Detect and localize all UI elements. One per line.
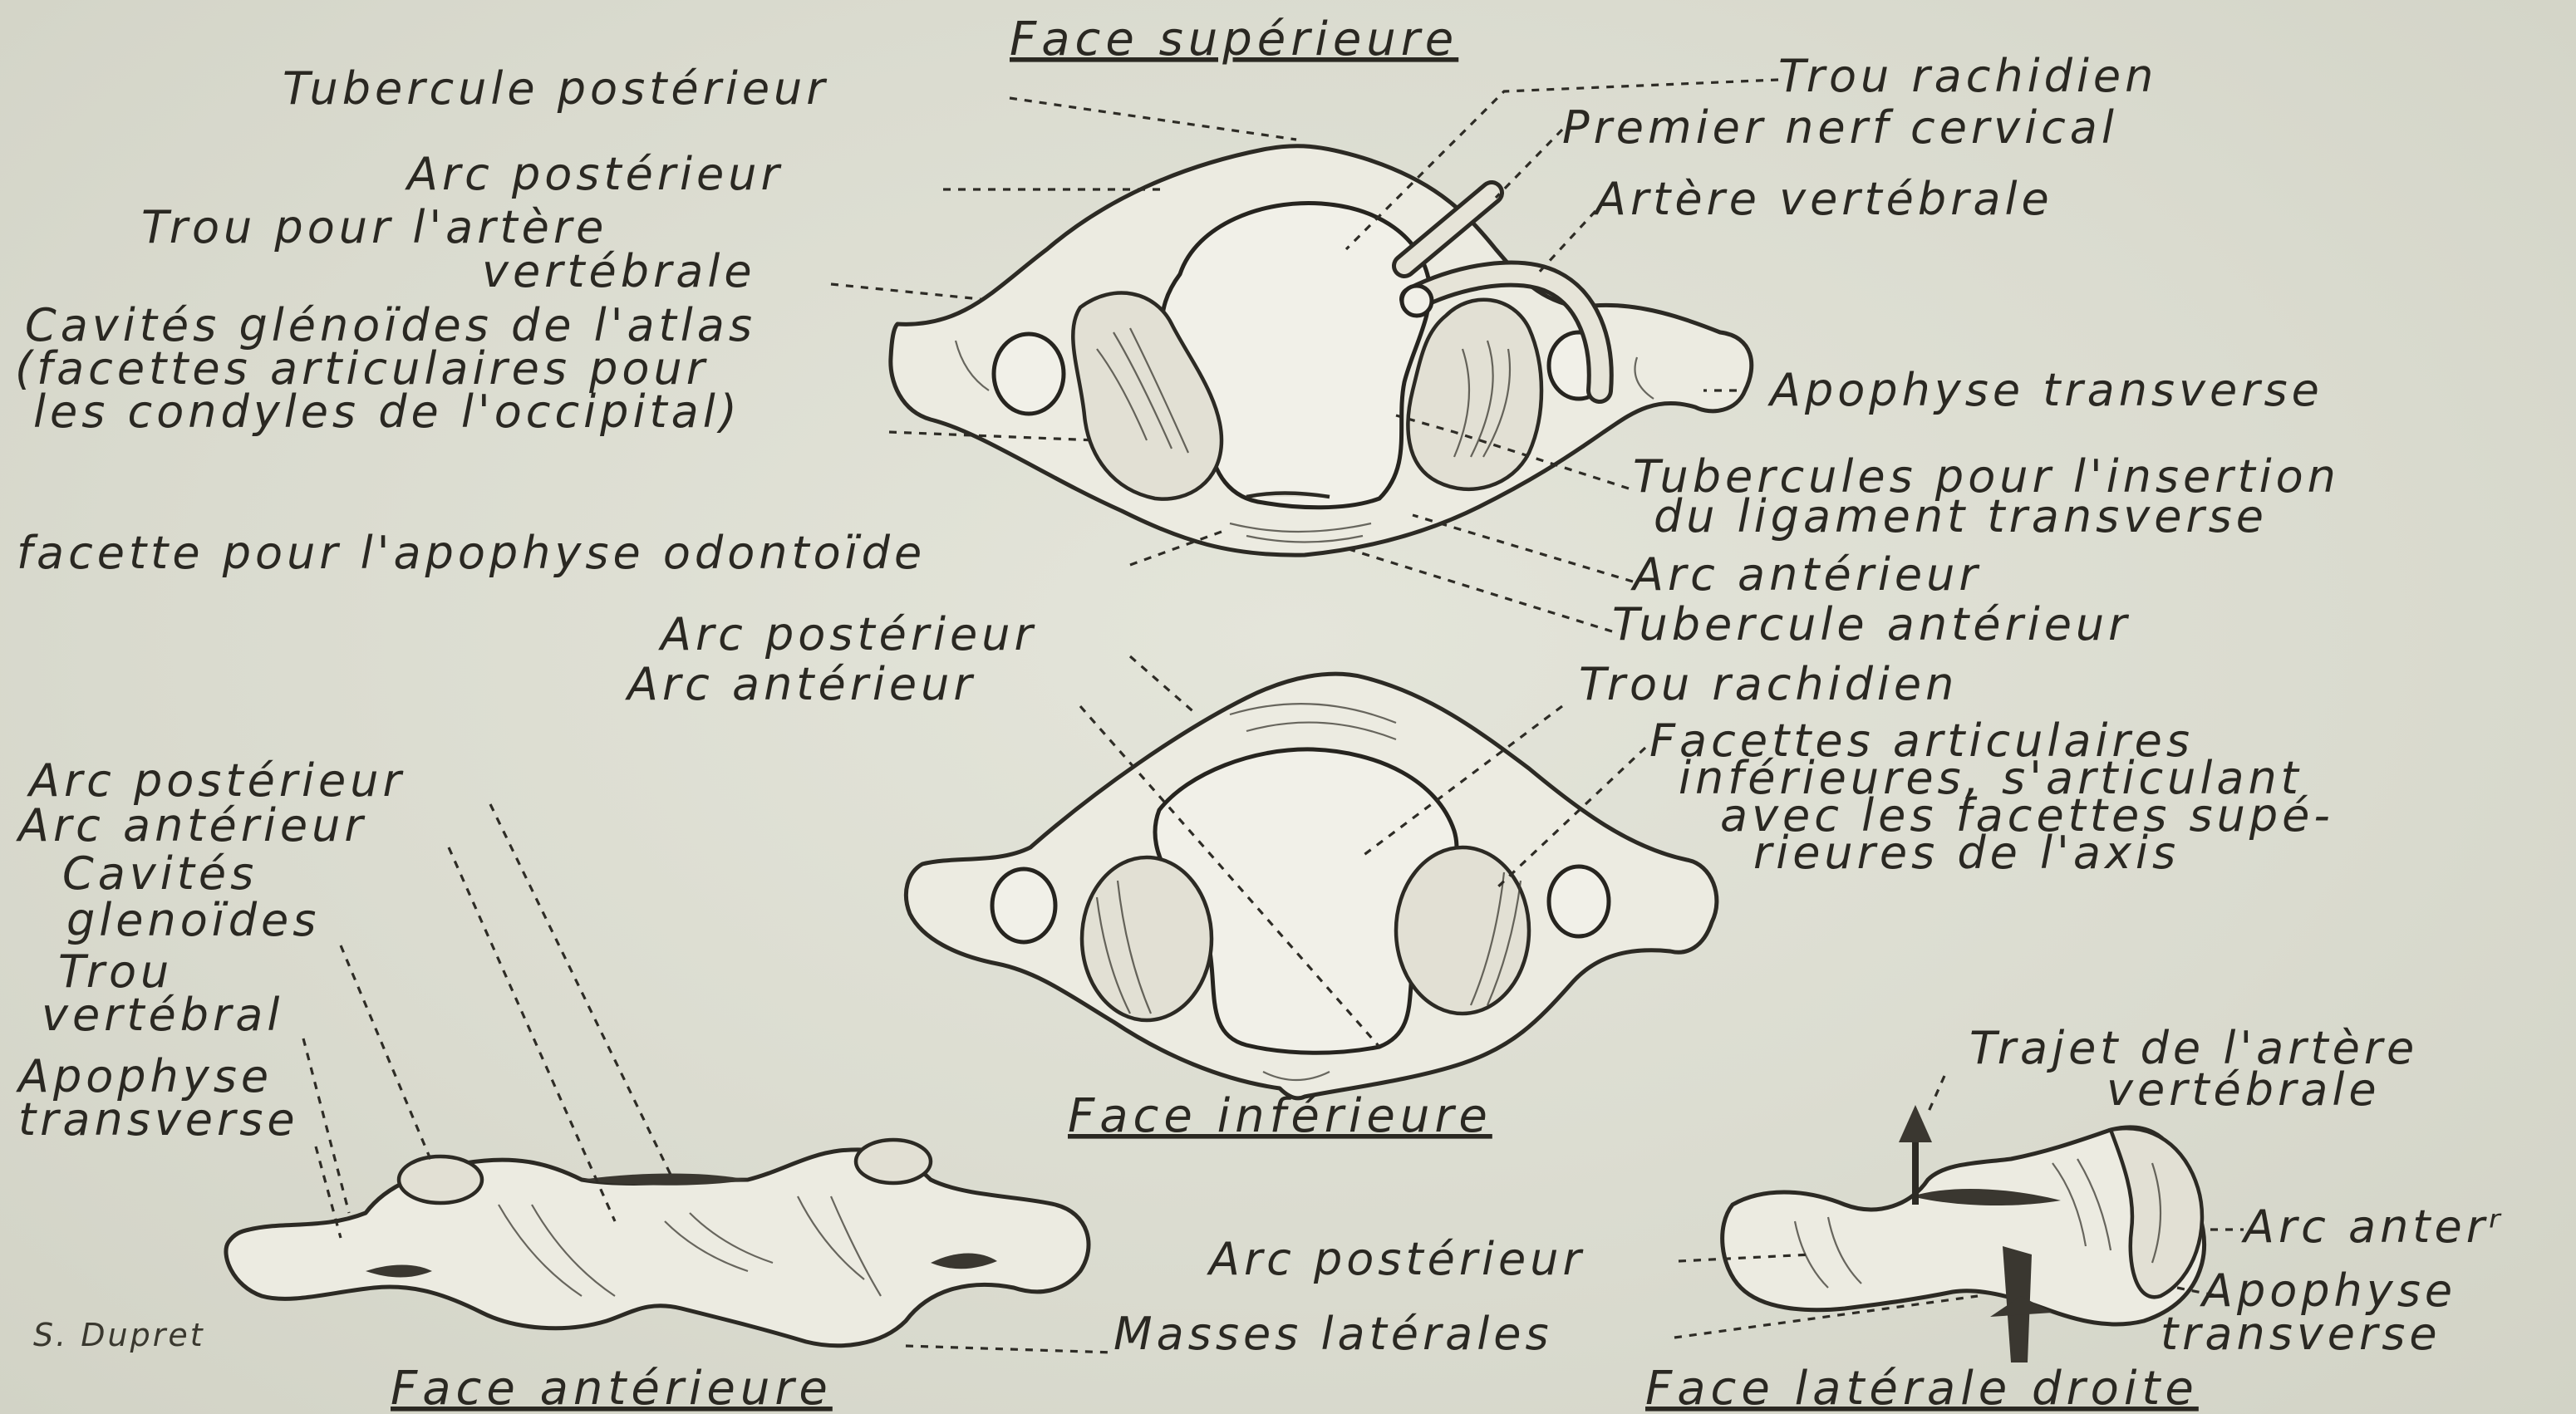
atlas-inferior-view — [906, 674, 1716, 1098]
label-inf-arc-posterieur: Arc postérieur — [658, 608, 1037, 660]
anterior-glenoid-right — [856, 1140, 931, 1183]
superior-transverse-foramen-left — [994, 334, 1064, 414]
label-arc-anter: Arc anterʳ — [2241, 1200, 2505, 1253]
label-artere-vertebrale: Artère vertébrale — [1593, 173, 2053, 225]
label-lat-apophyse-2: transverse — [2161, 1308, 2441, 1360]
inferior-transverse-foramen-right — [1549, 867, 1609, 936]
label-trou-rachidien: Trou rachidien — [1778, 50, 2157, 102]
label-trajet-artere-2: vertébrale — [2107, 1063, 2381, 1116]
superior-artery-section — [1402, 286, 1432, 316]
title-lateral: Face latérale droite — [1645, 1362, 2199, 1414]
title-anterior: Face antérieure — [391, 1362, 833, 1414]
label-ant-trou-2: vertébral — [42, 989, 283, 1041]
anterior-glenoid-left — [399, 1156, 482, 1203]
label-inf-trou-rachidien: Trou rachidien — [1579, 658, 1958, 710]
label-ant-apophyse-2: transverse — [18, 1093, 299, 1146]
label-facette-odontoide: facette pour l'apophyse odontoïde — [17, 527, 926, 579]
label-inf-facettes-4: rieures de l'axis — [1753, 827, 2180, 879]
label-tubercules-insertion-2: du ligament transverse — [1654, 490, 2268, 543]
label-tubercule-anterieur: Tubercule antérieur — [1612, 598, 2131, 651]
inferior-articular-facet-right — [1396, 847, 1529, 1014]
superior-odontoid-facet — [1246, 493, 1330, 498]
label-inf-arc-anterieur: Arc antérieur — [625, 658, 976, 710]
label-masses-laterales: Masses latérales — [1113, 1308, 1553, 1360]
lateral-artery-arrow — [1899, 1105, 1932, 1142]
label-ant-arc-anterieur: Arc antérieur — [16, 799, 367, 852]
atlas-anterior-view — [226, 1140, 1089, 1346]
label-trou-arteriel-2: vertébrale — [482, 245, 756, 297]
label-lat-arc-posterieur: Arc postérieur — [1207, 1233, 1585, 1285]
label-ant-cavites-2: glenoïdes — [66, 894, 320, 946]
label-arc-anterieur: Arc antérieur — [1630, 548, 1982, 601]
title-inferior: Face inférieure — [1068, 1089, 1492, 1143]
label-apophyse-transverse: Apophyse transverse — [1767, 364, 2323, 416]
label-premier-nerf: Premier nerf cervical — [1562, 101, 2118, 154]
label-tubercule-posterieur: Tubercule postérieur — [283, 62, 828, 115]
atlas-lateral-view — [1723, 1105, 2205, 1362]
inferior-transverse-foramen-left — [992, 869, 1055, 942]
label-arc-posterieur: Arc postérieur — [405, 148, 784, 200]
label-cavites-glenoides-3: les condyles de l'occipital) — [33, 385, 741, 438]
inferior-articular-facet-left — [1082, 857, 1212, 1020]
artist-signature: S. Dupret — [33, 1317, 205, 1353]
label-ant-cavites: Cavités — [62, 847, 258, 900]
title-superior: Face supérieure — [1010, 12, 1458, 66]
